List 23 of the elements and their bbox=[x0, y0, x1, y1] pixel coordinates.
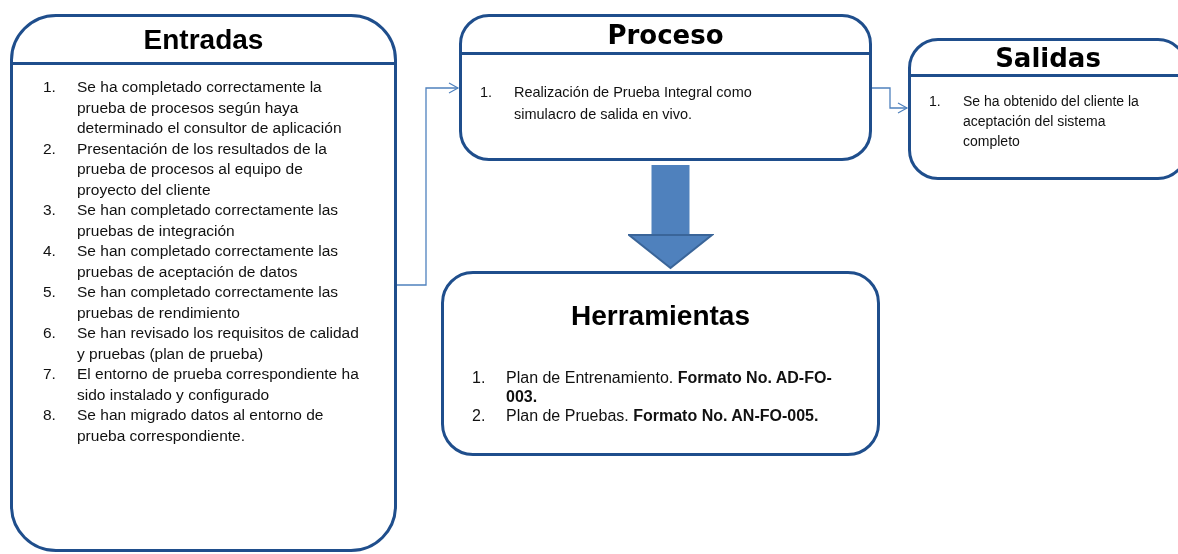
rounded-box bbox=[908, 38, 1178, 180]
rounded-box bbox=[459, 14, 872, 161]
box-heading: Proceso bbox=[607, 21, 724, 48]
rounded-box bbox=[441, 271, 880, 456]
box-heading: Entradas bbox=[143, 25, 264, 54]
list-item: 7. El entorno de prueba correspondiente ha sido instalado y configurado bbox=[43, 364, 360, 405]
list-item: 1. Plan de Entrenamiento. Formato No. AD-FO-003. bbox=[472, 368, 833, 406]
list-item: 1. Realización de Prueba Integral como simulacro de salida en vivo. bbox=[480, 83, 753, 124]
box-heading: Herramientas bbox=[571, 302, 750, 330]
list-item: 2. Presentación de los resultados de la prueba de procesos al equipo de proyecto del cliente bbox=[43, 138, 328, 200]
box-heading: Salidas bbox=[995, 44, 1101, 71]
list-item: 2. Plan de Pruebas. Formato No. AN-FO-005. bbox=[472, 406, 820, 425]
connector-arrow bbox=[871, 87, 908, 114]
list-item: 6. Se han revisado los requisitos de calidad y pruebas (plan de prueba) bbox=[43, 323, 360, 364]
rounded-box bbox=[10, 14, 397, 552]
list-item: 1. Se ha completado correctamente la prueba de procesos según haya determinado el consultor de aplicación bbox=[43, 77, 343, 138]
connector-arrow bbox=[396, 82, 459, 286]
list-item: 5. Se han completado correctamente las pruebas de rendimiento bbox=[43, 282, 340, 323]
block-arrow bbox=[628, 165, 713, 269]
list-item: 4. Se han completado correctamente las pruebas de aceptación de datos bbox=[43, 241, 340, 282]
list-item: 3. Se han completado correctamente las pruebas de integración bbox=[43, 200, 340, 241]
list-item: 1. Se ha obtenido del cliente la aceptación del sistema completo bbox=[929, 92, 1140, 151]
list-item: 8. Se han migrado datos al entorno de prueba correspondiente. bbox=[43, 405, 325, 446]
